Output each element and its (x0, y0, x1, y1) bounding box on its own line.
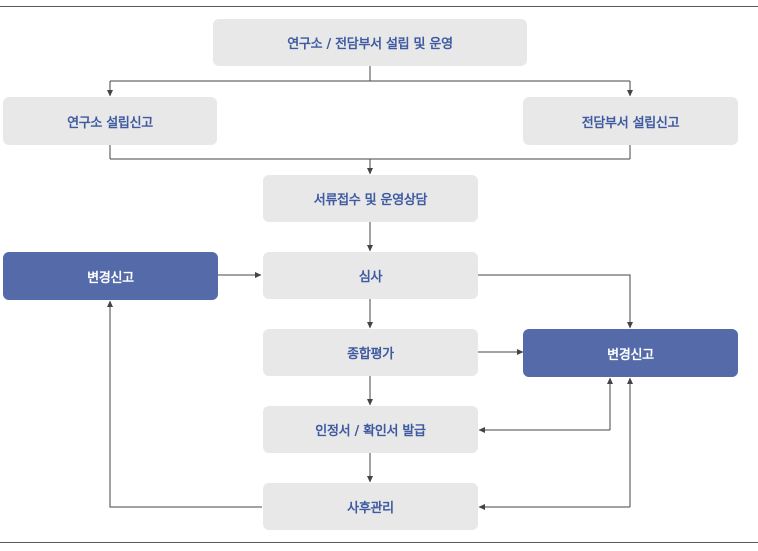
node-establish: 연구소 / 전담부서 설립 및 운영 (213, 19, 527, 66)
node-certificate: 인정서 / 확인서 발급 (263, 406, 478, 453)
top-rule (0, 6, 758, 7)
node-change-report-right: 변경신고 (523, 329, 738, 377)
node-dept-report: 전담부서 설립신고 (523, 97, 738, 145)
arrow-aftercare-to-change-left (107, 300, 262, 508)
node-consult: 서류접수 및 운영상담 (263, 175, 478, 222)
node-review: 심사 (263, 252, 478, 299)
node-lab-report: 연구소 설립신고 (3, 97, 217, 145)
arrow-review-to-change-right (478, 274, 633, 329)
node-change-report-left: 변경신고 (3, 252, 218, 300)
node-aftercare: 사후관리 (263, 483, 478, 530)
bottom-rule (0, 542, 758, 543)
node-evaluation: 종합평가 (263, 329, 478, 376)
